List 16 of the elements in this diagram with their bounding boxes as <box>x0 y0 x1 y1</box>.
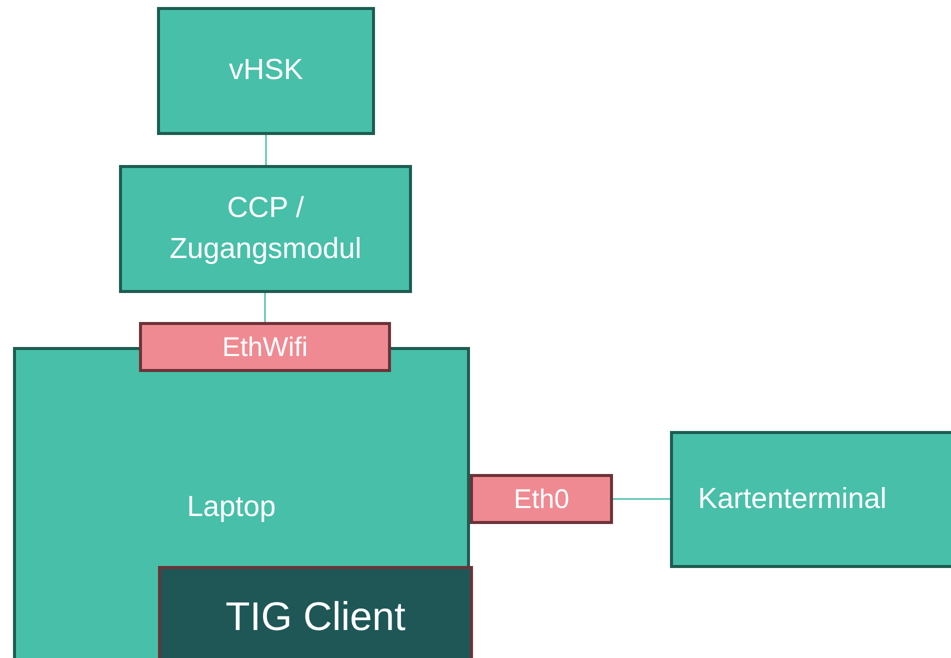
port-box <box>139 322 391 372</box>
node-label: TIG Client <box>225 594 406 641</box>
node-label: Laptop <box>187 490 276 525</box>
connector-line <box>264 293 266 322</box>
process-box <box>670 431 951 568</box>
node-label: EthWifi <box>222 330 308 364</box>
connector-line <box>265 135 267 165</box>
process-box <box>119 165 412 293</box>
connector-line <box>613 498 670 500</box>
node-label: Kartenterminal <box>698 482 887 517</box>
port-box <box>470 474 613 524</box>
node-label: Eth0 <box>514 482 570 516</box>
process-box <box>157 7 375 135</box>
client-box <box>158 566 473 658</box>
node-label: vHSK <box>228 53 304 88</box>
node-label: CCP / Zugangsmodul <box>168 191 362 267</box>
